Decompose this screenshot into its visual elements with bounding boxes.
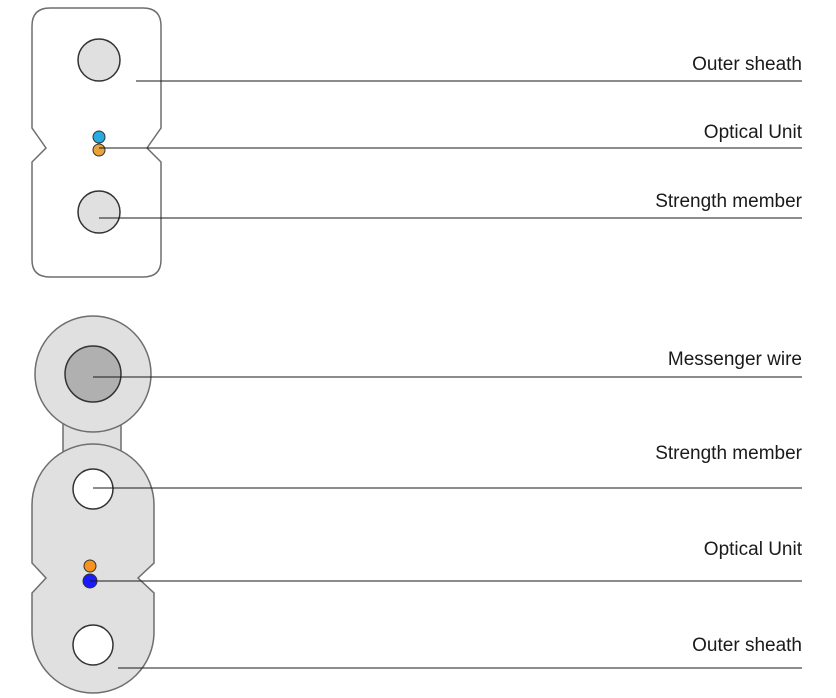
flat-drop-cable: Outer sheath Optical Unit Strength membe… — [31, 7, 803, 278]
label-outer-sheath: Outer sheath — [692, 54, 802, 75]
strength-member-bottom — [72, 624, 114, 666]
optical-fiber-2 — [92, 143, 106, 157]
self-supporting-drop-cable: Messenger wire Strength member Optical U… — [31, 315, 803, 694]
optical-fiber-1 — [92, 130, 106, 144]
label-optical-unit: Optical Unit — [704, 539, 803, 560]
optical-fiber-1 — [83, 559, 97, 573]
strength-member-top — [77, 38, 121, 82]
label-optical-unit: Optical Unit — [704, 122, 803, 143]
label-strength-member: Strength member — [655, 443, 802, 464]
strength-member-top — [72, 468, 114, 510]
messenger-wire-core — [64, 345, 122, 403]
label-strength-member: Strength member — [655, 191, 802, 212]
label-messenger-wire: Messenger wire — [668, 349, 802, 370]
strength-member-bottom — [77, 190, 121, 234]
label-outer-sheath: Outer sheath — [692, 635, 802, 656]
